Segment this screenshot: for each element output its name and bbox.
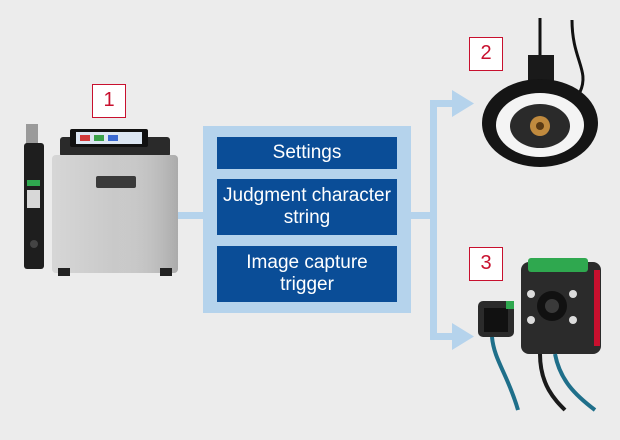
ring-light-icon: [482, 18, 598, 167]
connector-bottom: [430, 333, 456, 340]
settings-box: Settings: [217, 137, 397, 169]
arrow-to-light: [452, 90, 474, 117]
badge-ring-light: 2: [469, 37, 503, 71]
badge-printer: 1: [92, 84, 126, 118]
handheld-scanner-icon: [24, 124, 44, 269]
connector-left: [176, 212, 204, 219]
connector-top: [430, 100, 456, 107]
vision-camera-icon: [478, 258, 601, 412]
connectors: [176, 90, 474, 350]
connector-right: [410, 212, 436, 219]
connector-vertical: [430, 100, 437, 340]
judgment-string-box: Judgment character string: [217, 179, 397, 235]
inkjet-printer-icon: [52, 129, 178, 276]
capture-trigger-box: Image capture trigger: [217, 246, 397, 302]
badge-camera: 3: [469, 247, 503, 281]
data-panel: Settings Judgment character string Image…: [203, 126, 411, 313]
arrow-to-camera: [452, 323, 474, 350]
